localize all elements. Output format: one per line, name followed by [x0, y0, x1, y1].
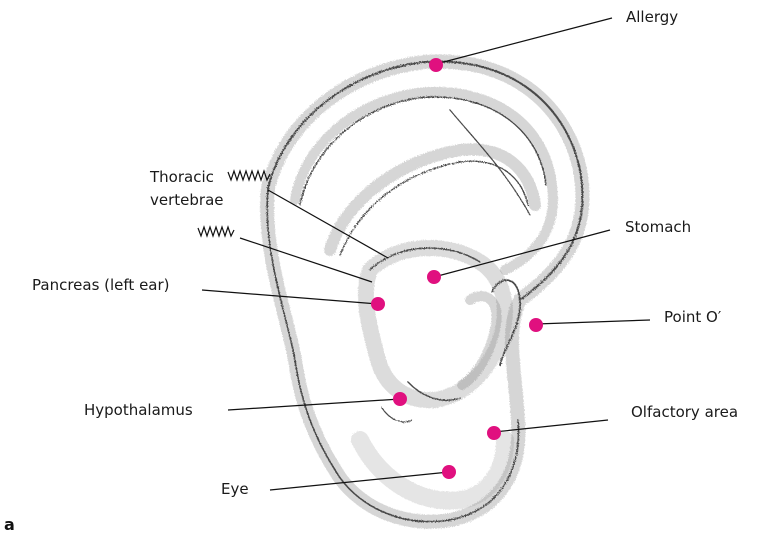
point-olfactory — [487, 426, 501, 440]
leader-point-o — [536, 320, 650, 324]
label-thoracic-line1: Thoracic — [149, 168, 214, 186]
leader-thoracic-lower — [240, 238, 372, 282]
leader-allergy — [436, 18, 612, 64]
point-hypothalamus — [393, 392, 407, 406]
label-olfactory: Olfactory area — [631, 403, 738, 421]
ear-illustration — [267, 61, 582, 521]
panel-letter: a — [4, 515, 15, 534]
label-allergy: Allergy — [626, 8, 678, 26]
point-o — [529, 318, 543, 332]
point-allergy — [429, 58, 443, 72]
leader-pancreas — [202, 290, 378, 304]
leader-olfactory — [494, 420, 608, 432]
leader-hypothalamus — [228, 399, 400, 410]
point-pancreas — [371, 297, 385, 311]
label-thoracic-line2: vertebrae — [150, 191, 224, 209]
label-point-o: Point O′ — [664, 308, 722, 326]
label-hypothalamus: Hypothalamus — [84, 401, 193, 419]
label-stomach: Stomach — [625, 218, 691, 236]
needle-lower-icon — [198, 227, 234, 236]
point-stomach — [427, 270, 441, 284]
label-eye: Eye — [221, 480, 249, 498]
point-eye — [442, 465, 456, 479]
label-pancreas: Pancreas (left ear) — [32, 276, 170, 294]
